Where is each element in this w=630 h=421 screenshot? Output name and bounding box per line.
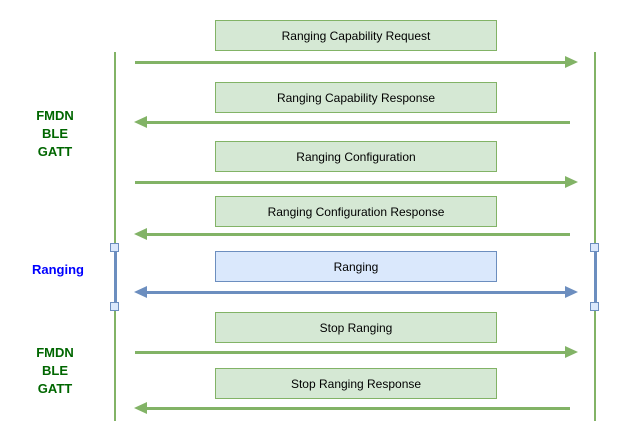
section-label-line: GATT	[37, 144, 73, 159]
arrowhead-left-icon	[134, 116, 147, 128]
arrowhead-right-icon	[565, 346, 578, 358]
section-label-line: BLE	[42, 126, 68, 141]
message-box-ranging-capability-response: Ranging Capability Response	[215, 82, 497, 113]
arrow-line	[145, 290, 567, 294]
lifeline-left	[110, 52, 119, 421]
message-box-stop-ranging-response: Stop Ranging Response	[215, 368, 497, 399]
lifeline-endpoint-marker	[590, 243, 599, 252]
section-label-line: FMDN	[36, 108, 74, 123]
arrow-line	[145, 120, 570, 124]
arrowhead-left-icon	[134, 228, 147, 240]
message-box-stop-ranging: Stop Ranging	[215, 312, 497, 343]
arrow-line	[145, 406, 570, 410]
message-box-ranging: Ranging	[215, 251, 497, 282]
message-arrow-ranging-capability-request	[134, 56, 578, 68]
lifeline-left-ranging-segment	[113, 250, 117, 307]
section-label-fmdn-ble-gatt-bottom: FMDN BLE GATT	[15, 344, 95, 398]
arrowhead-left-icon	[134, 286, 147, 298]
lifeline-right-ranging-segment	[593, 250, 597, 307]
message-box-ranging-capability-request: Ranging Capability Request	[215, 20, 497, 51]
message-box-ranging-configuration-response: Ranging Configuration Response	[215, 196, 497, 227]
message-label: Ranging Configuration	[296, 149, 416, 164]
message-arrow-ranging-capability-response	[134, 116, 578, 128]
lifeline-endpoint-marker	[110, 302, 119, 311]
arrowhead-left-icon	[134, 402, 147, 414]
lifeline-endpoint-marker	[110, 243, 119, 252]
section-label-ranging: Ranging	[18, 261, 98, 279]
section-label-line: GATT	[37, 381, 73, 396]
message-label: Ranging	[333, 259, 379, 274]
message-label: Ranging Configuration Response	[267, 204, 445, 219]
arrow-line	[135, 180, 567, 184]
section-label-line: FMDN	[36, 345, 74, 360]
section-label-fmdn-ble-gatt-top: FMDN BLE GATT	[15, 107, 95, 161]
message-label: Ranging Capability Response	[276, 90, 436, 105]
section-label-line: Ranging	[32, 262, 84, 277]
message-box-ranging-configuration: Ranging Configuration	[215, 141, 497, 172]
message-label: Stop Ranging	[319, 320, 393, 335]
message-arrow-ranging-configuration	[134, 176, 578, 188]
message-arrow-ranging-configuration-response	[134, 228, 578, 240]
arrowhead-right-icon	[565, 56, 578, 68]
message-arrow-stop-ranging	[134, 346, 578, 358]
lifeline-endpoint-marker	[590, 302, 599, 311]
arrow-line	[135, 350, 567, 354]
message-label: Ranging Capability Request	[281, 28, 431, 43]
arrowhead-right-icon	[565, 176, 578, 188]
message-arrow-stop-ranging-response	[134, 402, 578, 414]
arrowhead-right-icon	[565, 286, 578, 298]
message-arrow-ranging-bidirectional	[134, 286, 578, 298]
arrow-line	[135, 60, 567, 64]
message-label: Stop Ranging Response	[290, 376, 422, 391]
section-label-line: BLE	[42, 363, 68, 378]
arrow-line	[145, 232, 570, 236]
lifeline-right	[590, 52, 599, 421]
